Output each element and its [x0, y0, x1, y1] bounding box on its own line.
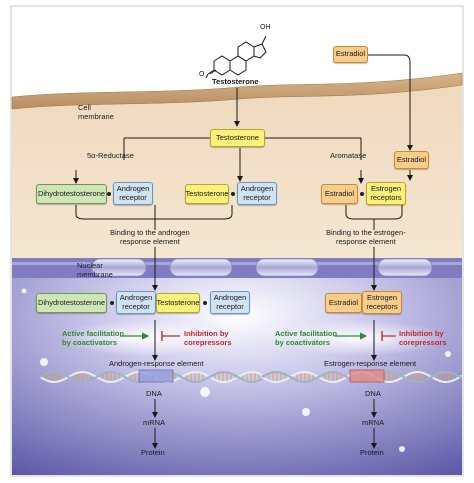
left-dna-label: DNA — [146, 389, 162, 398]
androgen-response-element-label: Androgen-response element — [109, 359, 204, 368]
estradiol-cytoplasm: Estradiol — [394, 151, 429, 169]
nuclear-pores — [91, 258, 433, 277]
hydroxyl-label: OH — [260, 24, 271, 31]
right-dna-label: DNA — [365, 389, 381, 398]
androgen-receptor-cytoplasm-1: Androgen receptor — [113, 182, 153, 205]
binding-androgen-label: Binding to the androgen response element — [110, 228, 190, 246]
binding-dot — [107, 192, 111, 196]
binding-dot — [360, 192, 364, 196]
androgen-receptor-cytoplasm-2: Androgen receptor — [237, 182, 277, 205]
estrogen-response-element-label: Estrogen-response element — [324, 359, 417, 368]
estrogen-response-element — [349, 369, 385, 383]
reductase-label: 5α-Reductase — [87, 151, 134, 160]
binding-dot — [110, 301, 114, 305]
binding-dot — [231, 192, 235, 196]
right-inhibition-label: Inhibition by corepressors — [399, 329, 447, 347]
testosterone-nucleus: Testosterone — [156, 293, 200, 313]
right-facilitation-label: Active facilitation by coactivators — [275, 329, 338, 347]
nuclear-membrane-highlight — [12, 262, 462, 265]
binding-dot — [203, 301, 207, 305]
nuclear-membrane-label: Nuclear membrane — [77, 261, 113, 279]
estradiol-nucleus: Estradiol — [325, 293, 362, 313]
estrogen-receptors-nucleus: Estrogen receptors — [362, 291, 402, 314]
nucleoplasm-bubbles — [21, 288, 451, 452]
testosterone-cytoplasm: Testosterone — [210, 129, 265, 147]
left-inhibition-label: Inhibition by corepressors — [184, 329, 232, 347]
cytoplasm — [12, 80, 462, 262]
dht-nucleus: Dihydrotestosterone — [36, 293, 107, 313]
dht-cytoplasm: Dihydrotestosterone — [36, 184, 107, 204]
testosterone-complex-cytoplasm: Testosterone — [185, 184, 229, 204]
testosterone-molecule-label: Testosterone — [212, 77, 259, 86]
binding-estrogen-label: Binding to the estrogen- response elemen… — [326, 228, 406, 246]
left-facilitation-label: Active facilitation by coactivators — [62, 329, 125, 347]
left-mrna-label: mRNA — [143, 418, 166, 427]
pathway-arrows — [73, 54, 413, 449]
estradiol-extracellular: Estradiol — [333, 46, 368, 63]
left-protein-label: Protein — [141, 448, 165, 457]
ketone-label: O — [199, 71, 205, 78]
steroid-structure — [205, 35, 267, 79]
right-protein-label: Protein — [360, 448, 384, 457]
estrogen-receptors-cytoplasm: Estrogen receptors — [366, 182, 406, 205]
cofactor-markers — [120, 331, 396, 341]
androgen-response-element — [138, 369, 174, 383]
estradiol-complex-cytoplasm: Estradiol — [321, 184, 358, 204]
right-mrna-label: mRNA — [362, 418, 385, 427]
androgen-receptor-nucleus-1: Androgen receptor — [116, 291, 156, 314]
androgen-receptor-nucleus-2: Androgen receptor — [210, 291, 250, 314]
cell-membrane-label: Cell membrane — [78, 103, 114, 121]
aromatase-label: Aromatase — [330, 151, 367, 160]
